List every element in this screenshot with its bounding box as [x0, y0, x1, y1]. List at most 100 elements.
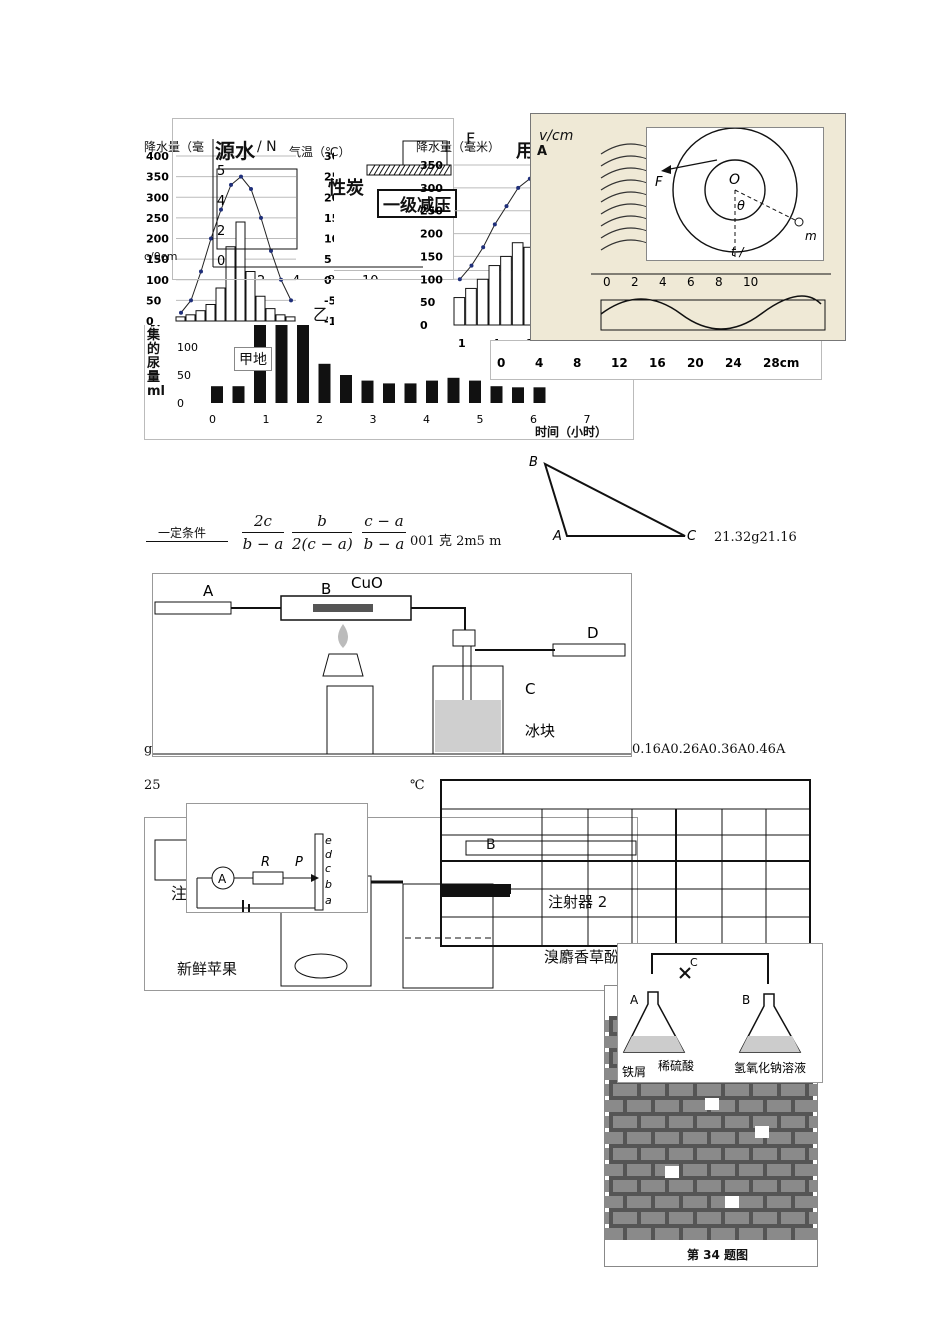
temp-point-b [516, 185, 521, 190]
urine-bar [490, 386, 503, 403]
apple-shape [294, 953, 348, 979]
resistor-label: R [261, 855, 270, 870]
precip-tick-b: 300 [420, 182, 443, 195]
brick [739, 1228, 763, 1240]
brick [767, 1228, 791, 1240]
temp-point-a [179, 310, 183, 315]
brick [613, 1116, 637, 1128]
formula-tail: 001 克 2m5 m [410, 534, 502, 549]
brick [739, 1196, 763, 1208]
urine-y-tick: 100 [177, 341, 198, 354]
precip-tick-a: 150 [146, 253, 169, 266]
triangle-diagram: B A C [529, 455, 697, 544]
brick [725, 1116, 749, 1128]
injector-left-label: 注 [171, 884, 188, 903]
brick [599, 1196, 623, 1208]
slider-label: P [295, 855, 303, 870]
urine-x-tick: 0 [209, 413, 216, 426]
o-label: O [729, 172, 740, 188]
brick [655, 1132, 679, 1144]
t-label: t / [731, 245, 746, 259]
brick [669, 1212, 693, 1224]
flask-svg: A B C 铁屑 稀硫酸 氢氧化钠溶液 [622, 953, 806, 1079]
rain-bar-a [215, 287, 226, 322]
brick [795, 1164, 819, 1176]
urine-bar [512, 387, 524, 403]
fraction-3: c − a b − a [362, 512, 406, 553]
sepia-time-tick: 10 [743, 275, 758, 289]
fraction-1-den: b − a [242, 535, 284, 553]
white-block [665, 1166, 679, 1178]
brick [641, 1180, 665, 1192]
fraction-3-den: b − a [363, 535, 405, 553]
brick [809, 1084, 833, 1096]
brick [753, 1180, 777, 1192]
urine-bar [318, 363, 331, 403]
sepia-time-tick: 4 [659, 275, 667, 289]
urine-bar [426, 380, 438, 403]
circle-diagram: F O θ m t / [646, 127, 824, 261]
brick [795, 1228, 819, 1240]
brick [613, 1148, 637, 1160]
temp-point-b [492, 222, 497, 227]
cuo-apparatus: A B CuO C D 冰块 [152, 573, 632, 757]
rain-bar-a [275, 314, 286, 322]
brick [669, 1148, 693, 1160]
urine-bar [404, 383, 417, 403]
urine-bar [361, 380, 374, 403]
fraction-2-den: 2(c − a) [292, 535, 353, 553]
precip-tick-a: 300 [146, 191, 169, 204]
cm-tick: 16 [649, 356, 666, 370]
svg-text:d: d [325, 848, 333, 861]
precip-tick-a: 250 [146, 212, 169, 225]
sepia-time-tick: 8 [715, 275, 723, 289]
brick [711, 1164, 735, 1176]
circuit-diagram: A R P e d c b a [186, 803, 368, 916]
brick [725, 1180, 749, 1192]
brick [781, 1116, 805, 1128]
use-label: 用 [516, 141, 534, 162]
urine-y-tick: 50 [177, 369, 191, 382]
cm-tick: 24 [725, 356, 742, 370]
cm-tick: 28cm [763, 356, 799, 370]
formula-right: 21.32g21.16 [714, 530, 797, 545]
temp-tick-a: -5 [324, 294, 334, 307]
brick [767, 1100, 791, 1112]
brick [613, 1180, 637, 1192]
temp-point-a [289, 298, 293, 303]
flask-a-label: A [630, 993, 639, 1007]
brick [781, 1084, 805, 1096]
force-x-tick: 2 [257, 274, 265, 279]
urine-y-tick: 0 [177, 397, 184, 410]
brick [585, 1148, 609, 1160]
urine-x-tick: 3 [370, 413, 377, 426]
rheostat [314, 833, 324, 911]
vertex-a: A [552, 529, 562, 544]
brick [795, 1196, 819, 1208]
brick [711, 1228, 735, 1240]
urine-bar [232, 386, 245, 403]
temp-point-b [469, 263, 474, 268]
brick [683, 1100, 707, 1112]
brick [697, 1180, 721, 1192]
label-cuo: CuO [351, 574, 383, 592]
condition-arrow [146, 541, 228, 542]
brick [753, 1116, 777, 1128]
m-label: m [805, 229, 817, 243]
rain-bar-a [265, 308, 276, 322]
rain-bar-b [453, 297, 466, 326]
acid-label: 稀硫酸 [658, 1058, 694, 1073]
brick [683, 1196, 707, 1208]
sepia-time-tick: 0 [603, 275, 611, 289]
precip-tick-b: 200 [420, 228, 443, 241]
brick [655, 1100, 679, 1112]
stopper-c [452, 629, 476, 647]
climate-chart-jia: 400350300250200150100500302520151050-5-1… [144, 135, 350, 371]
brick [767, 1132, 791, 1144]
label-ice: 冰块 [525, 722, 555, 740]
rain-bar-a [195, 310, 206, 322]
wave-box [600, 299, 826, 331]
temp-point-a [189, 298, 193, 303]
brick [767, 1164, 791, 1176]
